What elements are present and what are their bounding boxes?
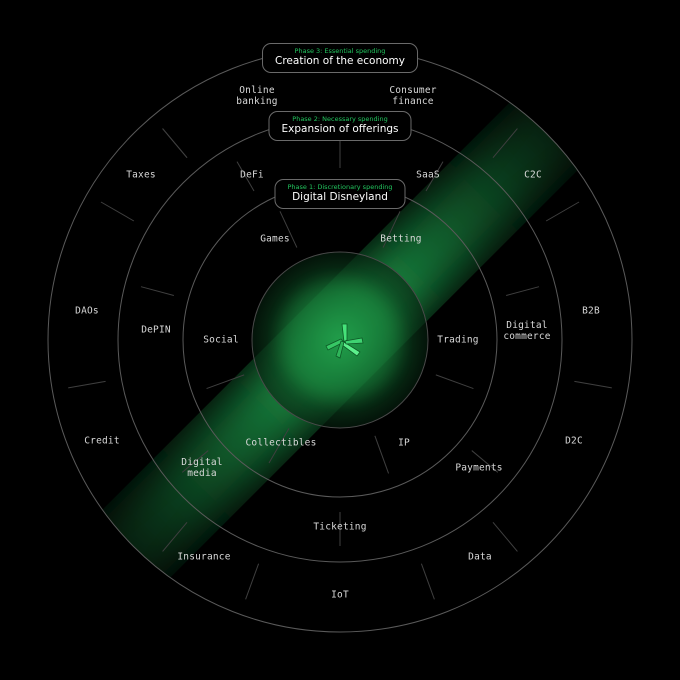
phase-1-label: Phase 1: Discretionary spending <box>287 183 393 191</box>
outer-item: DAOs <box>75 305 99 317</box>
separator-tick <box>245 563 260 600</box>
outer-item: Consumer finance <box>389 85 437 107</box>
outer-item: Credit <box>84 435 120 447</box>
inner-item: Trading <box>437 334 479 346</box>
middle-item: DePIN <box>141 324 171 336</box>
middle-item: Digital commerce <box>503 320 551 342</box>
separator-tick <box>162 521 188 552</box>
separator-tick <box>506 286 540 296</box>
brand-logo-icon <box>325 323 364 359</box>
separator-tick <box>420 563 435 600</box>
outer-item: Online banking <box>236 85 278 107</box>
separator-tick <box>425 161 444 192</box>
phase-3-pill: Phase 3: Essential spending Creation of … <box>262 43 418 73</box>
outer-item: Data <box>468 551 492 563</box>
separator-tick <box>545 201 580 222</box>
inner-item: Collectibles <box>245 437 317 449</box>
separator-tick <box>68 380 106 389</box>
separator-tick <box>435 374 474 390</box>
middle-item: SaaS <box>416 169 440 181</box>
phase-3-title: Creation of the economy <box>275 55 405 67</box>
core-ring <box>251 251 429 429</box>
outer-item: D2C <box>565 435 583 447</box>
separator-tick <box>100 201 135 222</box>
separator-tick <box>382 211 401 248</box>
outer-item: IoT <box>331 589 349 601</box>
inner-item: Social <box>203 334 239 346</box>
phase-1-title: Digital Disneyland <box>292 191 388 203</box>
phase-2-title: Expansion of offerings <box>281 123 399 135</box>
phase-2-pill: Phase 2: Necessary spending Expansion of… <box>268 111 412 141</box>
separator-tick <box>206 374 245 390</box>
outer-item: C2C <box>524 169 542 181</box>
separator-tick <box>181 450 209 473</box>
separator-tick <box>162 128 188 159</box>
middle-item: DeFi <box>240 169 264 181</box>
middle-item: Digital media <box>181 457 223 479</box>
outer-item: Taxes <box>126 169 156 181</box>
outer-item: B2B <box>582 305 600 317</box>
separator-tick <box>471 450 499 473</box>
separator-tick <box>279 211 298 248</box>
middle-item: Payments <box>455 462 503 474</box>
separator-tick <box>492 521 518 552</box>
phase-1-pill: Phase 1: Discretionary spending Digital … <box>274 179 406 209</box>
separator-tick <box>574 380 612 389</box>
phase-2-label: Phase 2: Necessary spending <box>292 115 388 123</box>
separator-tick <box>492 128 518 159</box>
inner-item: IP <box>398 437 410 449</box>
separator-tick <box>140 286 174 296</box>
phase-3-label: Phase 3: Essential spending <box>294 47 386 55</box>
inner-item: Betting <box>380 233 422 245</box>
separator-tick <box>374 435 390 474</box>
outer-item: Insurance <box>177 551 231 563</box>
inner-item: Games <box>260 233 290 245</box>
middle-item: Ticketing <box>313 521 367 533</box>
separator-tick <box>236 161 255 192</box>
separator-tick <box>268 428 290 464</box>
